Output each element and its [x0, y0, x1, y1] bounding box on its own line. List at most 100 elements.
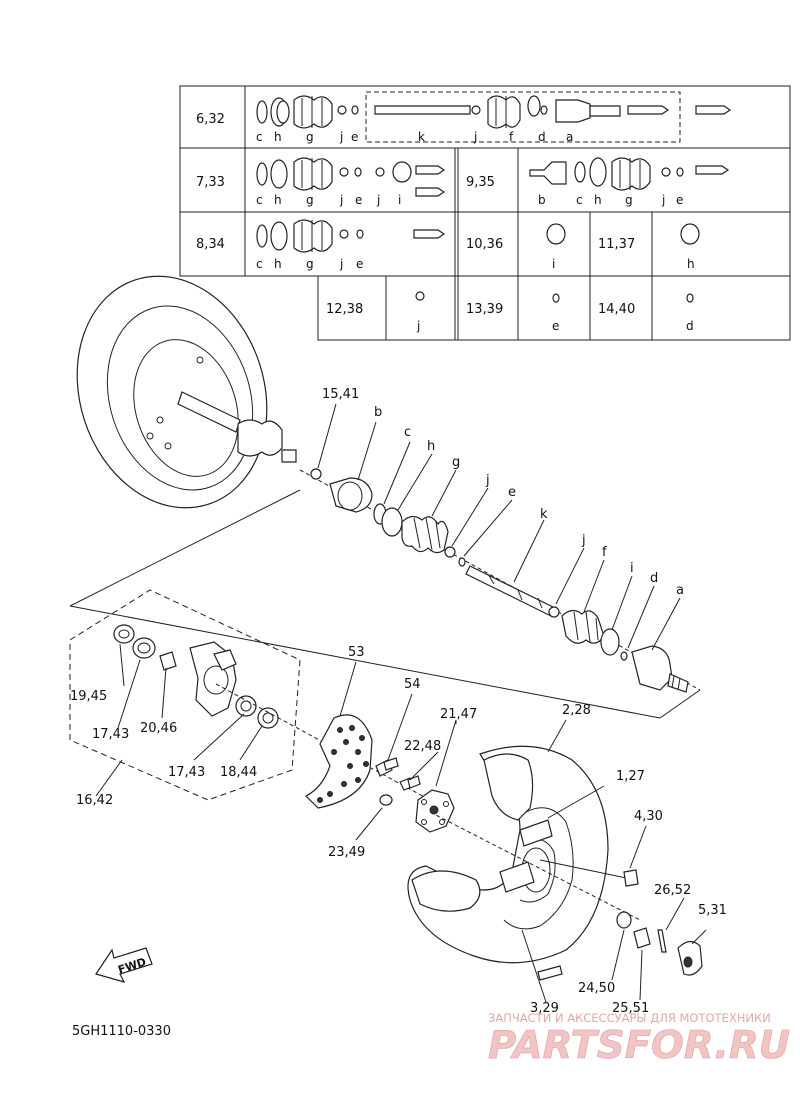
callout-17-43-b: 17,43	[168, 765, 205, 780]
kit-row-2-letters: c h g j e j i	[256, 193, 401, 207]
kit-single-items: i h j e d	[415, 223, 700, 333]
guide-line	[659, 689, 701, 719]
svg-text:e: e	[676, 193, 683, 207]
kit-row-3-letters: c h g j e	[256, 257, 363, 271]
callout-53: 53	[348, 645, 365, 660]
brake-disc	[304, 714, 373, 809]
guide-line	[69, 605, 661, 719]
svg-text:e: e	[351, 130, 358, 144]
wheel-stud-line	[539, 859, 637, 881]
svg-text:e: e	[552, 319, 559, 333]
svg-text:h: h	[274, 193, 282, 207]
callout-d: d	[650, 571, 658, 586]
svg-text:j: j	[376, 193, 380, 207]
washer	[616, 911, 632, 929]
callout-1-27: 1,27	[616, 769, 645, 784]
svg-text:c: c	[256, 257, 263, 271]
diagram-code: 5GH1110-0330	[72, 1024, 171, 1039]
svg-text:a: a	[566, 130, 573, 144]
svg-text:j: j	[339, 130, 343, 144]
svg-text:c: c	[256, 130, 263, 144]
svg-text:c: c	[256, 193, 263, 207]
callout-26-52: 26,52	[654, 883, 691, 898]
kit-ref-6-32: 6,32	[196, 112, 225, 127]
vehicle-wheel-illustration	[76, 275, 297, 509]
watermark-top-text: ЗАПЧАСТИ И АКСЕССУАРЫ ДЛЯ МОТОТЕХНИКИ	[488, 1011, 771, 1025]
kit-ref-8-34: 8,34	[196, 237, 225, 252]
callout-20-46: 20,46	[140, 721, 177, 736]
cotter-pin	[657, 929, 667, 953]
svg-text:j: j	[339, 257, 343, 271]
callout-2-28: 2,28	[562, 703, 591, 718]
o-ring	[379, 794, 393, 806]
callout-23-49: 23,49	[328, 845, 365, 860]
wheel-axis	[429, 811, 641, 921]
kit-ref-11-37: 11,37	[598, 237, 635, 252]
callout-h: h	[427, 439, 435, 454]
callout-5-31: 5,31	[698, 903, 727, 918]
callout-18-44: 18,44	[220, 765, 257, 780]
callout-54: 54	[404, 677, 421, 692]
svg-text:g: g	[306, 130, 314, 144]
callout-24-50: 24,50	[578, 981, 615, 996]
callout-i: i	[630, 561, 634, 576]
callout-j: j	[485, 473, 490, 488]
svg-text:g: g	[306, 193, 314, 207]
svg-text:d: d	[538, 130, 546, 144]
svg-text:i: i	[398, 193, 401, 207]
fwd-arrow: FWD	[95, 947, 153, 983]
svg-text:j: j	[339, 193, 343, 207]
callout-g: g	[452, 455, 460, 470]
kit-ref-9-35: 9,35	[466, 175, 495, 190]
hub-bolt	[399, 775, 421, 791]
callout-15-41: 15,41	[322, 387, 359, 402]
castle-nut	[633, 927, 651, 949]
svg-text:h: h	[274, 257, 282, 271]
callout-b: b	[374, 405, 382, 420]
wheel-hub	[415, 789, 455, 833]
svg-text:i: i	[552, 257, 555, 271]
kit-ref-10-36: 10,36	[466, 237, 503, 252]
svg-text:b: b	[538, 193, 546, 207]
callout-f: f	[602, 545, 607, 560]
callout-4-30: 4,30	[634, 809, 663, 824]
valve-stem	[537, 965, 563, 981]
kit-row-3-parts	[256, 219, 446, 253]
front-wheel	[407, 745, 609, 964]
svg-text:j: j	[473, 130, 477, 144]
svg-text:j: j	[661, 193, 665, 207]
svg-text:f: f	[509, 130, 514, 144]
kit-row-1-letters: c h g j e k j f d a	[256, 130, 573, 144]
kit-ref-14-40: 14,40	[598, 302, 635, 317]
callout-19-45: 19,45	[70, 689, 107, 704]
callout-3-29: 3,29	[530, 1001, 559, 1016]
svg-text:e: e	[356, 257, 363, 271]
callout-17-43-a: 17,43	[92, 727, 129, 742]
svg-text:g: g	[625, 193, 633, 207]
kit-ref-13-39: 13,39	[466, 302, 503, 317]
kit-9-35-parts	[529, 157, 730, 191]
callout-22-48: 22,48	[404, 739, 441, 754]
callout-c: c	[404, 425, 411, 440]
disc-bolt	[375, 757, 399, 777]
callout-k: k	[540, 507, 548, 522]
callout-e: e	[508, 485, 516, 500]
svg-text:j: j	[416, 319, 420, 333]
svg-text:h: h	[594, 193, 602, 207]
callout-25-51: 25,51	[612, 1001, 649, 1016]
svg-text:e: e	[355, 193, 362, 207]
guide-line	[69, 489, 301, 607]
kit-row-1-parts	[256, 95, 732, 129]
leader-lines	[95, 403, 707, 1003]
svg-text:h: h	[274, 130, 282, 144]
kit-ref-7-33: 7,33	[196, 175, 225, 190]
wheel-nut	[623, 869, 639, 887]
callout-a: a	[676, 583, 684, 598]
callout-16-42: 16,42	[76, 793, 113, 808]
kit-table: 6,32 7,33 9,35 8,34 10,36 11,37 12,38 13…	[179, 85, 791, 341]
svg-text:h: h	[687, 257, 695, 271]
svg-text:c: c	[576, 193, 583, 207]
watermark: ЗАПЧАСТИ И АКСЕССУАРЫ ДЛЯ МОТОТЕХНИКИ PA…	[488, 1011, 791, 1067]
callout-j-second: j	[581, 533, 586, 548]
